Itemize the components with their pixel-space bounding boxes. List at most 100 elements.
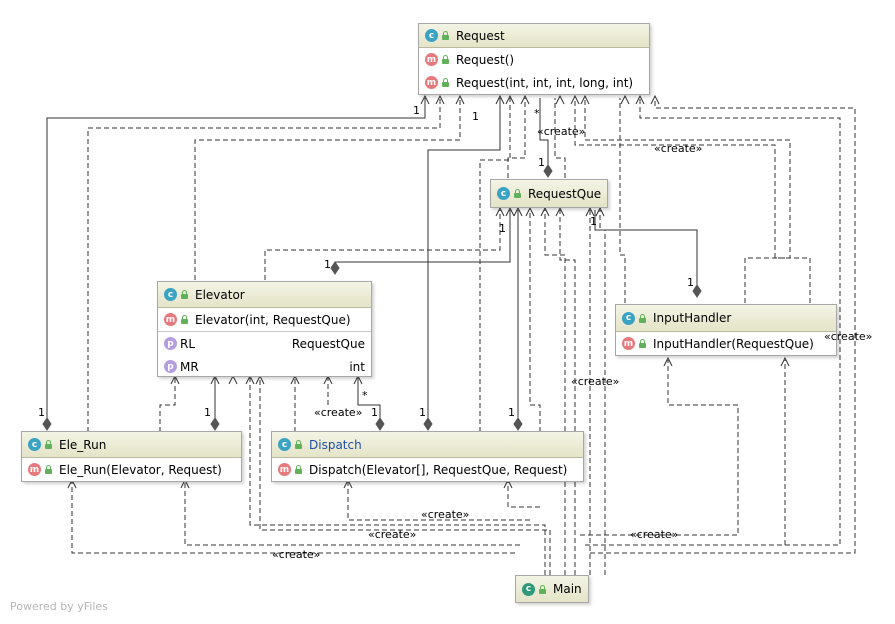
create-label: «create» — [824, 330, 873, 343]
method-icon: m — [425, 76, 438, 89]
method-text: Elevator(int, RequestQue) — [195, 312, 351, 327]
create-label: «create» — [571, 375, 620, 388]
edge-inputhandler-request-dep — [574, 98, 811, 303]
public-lock-icon — [441, 55, 450, 64]
class-title: Dispatch — [309, 437, 362, 452]
method-text: InputHandler(RequestQue) — [653, 336, 814, 351]
member-row: m Ele_Run(Elevator, Request) — [22, 458, 241, 481]
edge-main-elevator-usage-2 — [249, 378, 546, 575]
create-label: «create» — [314, 406, 363, 419]
public-lock-icon — [294, 440, 303, 449]
class-inputhandler-header: c InputHandler — [616, 305, 836, 332]
edge-dispatch-request-agg — [427, 98, 501, 418]
class-inputhandler[interactable]: c InputHandler m InputHandler(RequestQue… — [615, 304, 837, 356]
edge-requestque-request-dep2 — [554, 98, 566, 178]
method-text: Ele_Run(Elevator, Request) — [59, 462, 222, 477]
create-label: «create» — [654, 142, 703, 155]
multiplicity-label: 1 — [419, 406, 426, 419]
edge-inputhandler-request — [619, 98, 626, 303]
edge-main-requestque-4 — [599, 210, 606, 575]
class-icon: c — [164, 288, 177, 301]
edge-dispatch-elevator-agg — [357, 378, 381, 418]
create-label: «create» — [537, 125, 586, 138]
multiplicity-label: 1 — [687, 276, 694, 289]
edge-elevator-requestque-agg — [335, 210, 511, 263]
class-request[interactable]: c Request m Request() m Request(int, int… — [418, 23, 650, 95]
public-lock-icon — [294, 465, 303, 474]
public-lock-icon — [441, 78, 450, 87]
class-title: RequestQue — [528, 186, 602, 201]
edge-main-request-2 — [585, 98, 841, 546]
edge-main-elerun — [71, 482, 515, 554]
method-icon: m — [622, 337, 635, 350]
method-icon: m — [425, 53, 438, 66]
member-row: m InputHandler(RequestQue) — [616, 332, 836, 355]
create-label: «create» — [272, 548, 321, 561]
class-title: Elevator — [195, 287, 245, 302]
edge-requestque-request-agg — [539, 98, 549, 165]
multiplicity-label: 1 — [508, 406, 515, 419]
method-text: Request(int, int, int, long, int) — [456, 75, 634, 90]
public-lock-icon — [44, 465, 53, 474]
public-lock-icon — [638, 313, 647, 323]
composition-diamonds — [42, 164, 702, 431]
field-type: RequestQue — [291, 336, 365, 351]
edge-elevator-requestque — [264, 210, 501, 280]
create-label: «create» — [368, 528, 417, 541]
field-icon: p — [164, 337, 177, 350]
class-ele-run[interactable]: c Ele_Run m Ele_Run(Elevator, Request) — [21, 431, 242, 482]
class-title: Main — [553, 582, 582, 596]
class-requestque[interactable]: c RequestQue — [490, 179, 608, 208]
edge-main-dispatch-2 — [507, 482, 540, 508]
class-elevator-header: c Elevator — [158, 282, 371, 308]
edge-dispatch-request-dep — [479, 98, 511, 432]
edge-main-dispatch — [347, 482, 530, 521]
method-icon: m — [164, 313, 177, 326]
multiplicity-label: 1 — [324, 258, 331, 271]
edge-requestque-request-dep — [507, 98, 526, 178]
edge-elerun-elevator-dep — [159, 378, 176, 432]
multiplicity-label: 1 — [538, 156, 545, 169]
class-dispatch-header: c Dispatch — [272, 432, 583, 458]
main-class-icon: c — [522, 582, 535, 596]
public-lock-icon — [180, 290, 189, 299]
member-row: m Request(int, int, int, long, int) — [419, 71, 649, 94]
public-lock-icon — [441, 31, 450, 40]
class-icon: c — [28, 438, 41, 451]
member-row: m Request() — [419, 48, 649, 71]
multiplicity-label: 1 — [38, 406, 45, 419]
field-row: p RL RequestQue — [158, 331, 371, 355]
member-row: m Dispatch(Elevator[], RequestQue, Reque… — [272, 458, 583, 481]
edge-main-elevator-usage — [259, 378, 551, 575]
edge-main-elevator — [184, 482, 520, 546]
method-text: Request() — [456, 52, 515, 67]
multiplicity-label: 1 — [204, 406, 211, 419]
field-icon: p — [164, 360, 177, 373]
class-main[interactable]: c Main — [515, 575, 589, 603]
class-icon: c — [497, 187, 510, 200]
create-label: «create» — [630, 528, 679, 541]
field-name: RL — [180, 336, 196, 351]
class-main-header: c Main — [516, 576, 588, 602]
multiplicity-label: 1 — [413, 104, 420, 117]
public-lock-icon — [513, 189, 522, 198]
public-lock-icon — [44, 440, 53, 449]
edge-inputhandler-requestque-dep — [584, 98, 791, 303]
class-title: Ele_Run — [59, 437, 107, 452]
class-dispatch[interactable]: c Dispatch m Dispatch(Elevator[], Reques… — [271, 431, 584, 482]
class-request-header: c Request — [419, 24, 649, 48]
create-label: «create» — [421, 508, 470, 521]
class-title: InputHandler — [653, 311, 732, 325]
member-row: m Elevator(int, RequestQue) — [158, 308, 371, 331]
public-lock-icon — [638, 339, 647, 348]
class-elevator[interactable]: c Elevator m Elevator(int, RequestQue) p… — [157, 281, 372, 377]
multiplicity-label: 1 — [499, 222, 506, 235]
edge-dispatch-requestque-dep — [529, 210, 541, 432]
edge-main-requestque-2 — [544, 210, 566, 575]
edge-elerun-request-agg — [46, 98, 426, 418]
field-row: p MR int — [158, 355, 371, 378]
edge-inputhandler-requestque-agg — [594, 210, 698, 285]
edge-main-inputhandler-2 — [580, 360, 739, 536]
watermark: Powered by yFiles — [10, 600, 108, 613]
